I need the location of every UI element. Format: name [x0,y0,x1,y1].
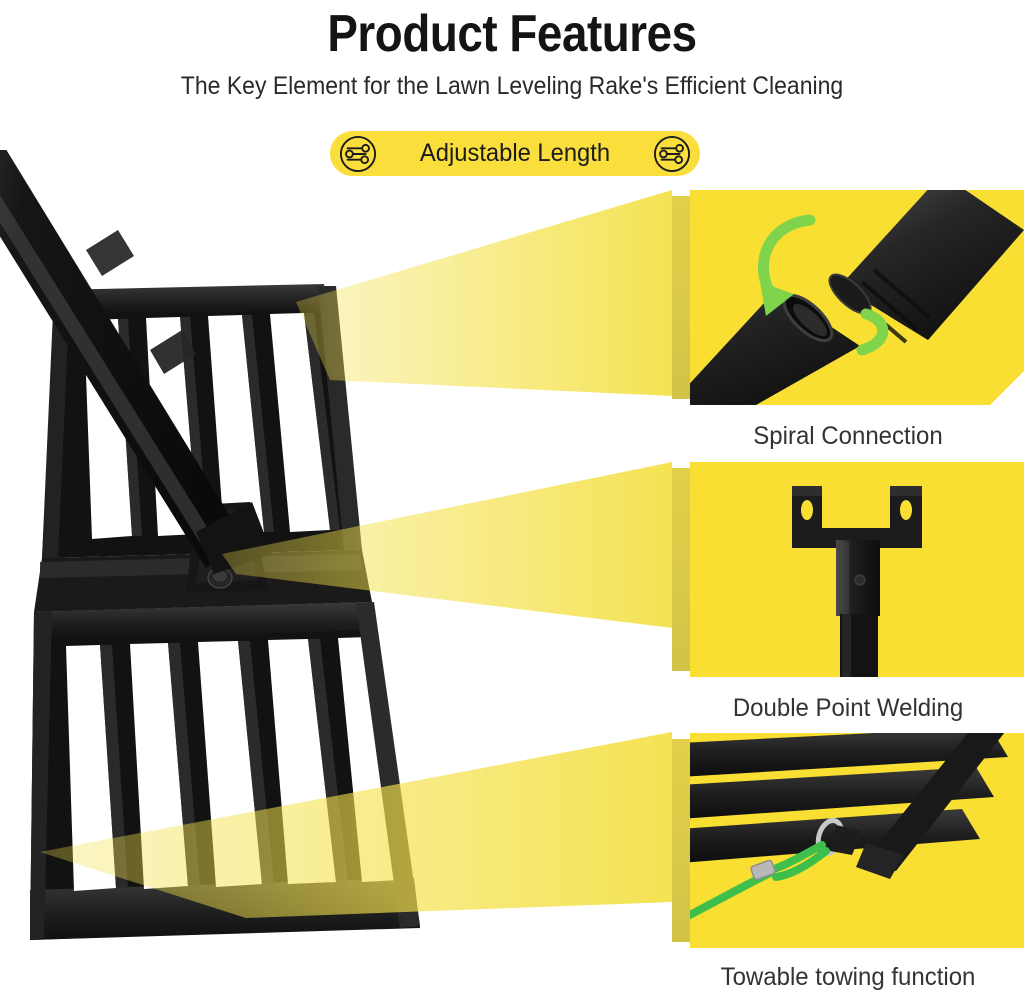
panel-face [690,733,1024,948]
panel-bevel [672,739,692,942]
double-point-welding-illustration [792,486,922,677]
callout-caption: Spiral Connection [753,422,943,450]
page-title: Product Features [327,5,697,63]
bolt-hole [801,500,813,520]
product-image [0,150,672,985]
callout-panel [672,733,1024,948]
callout-caption: Double Point Welding [732,694,964,722]
callout-double-point-welding: Double Point Welding [672,462,1024,725]
arrow-head-icon [760,282,794,316]
towable-towing-illustration [690,733,1008,920]
callout-towable-towing-function: Towable towing function [672,733,1024,994]
callout-panel [672,190,1024,405]
panel-corner-notch [990,371,1024,405]
sliders-icon [653,135,691,173]
callout-panel [672,462,1024,677]
panel-face [690,190,1024,405]
rake-frame-corner [690,733,1008,879]
sliders-icon [339,135,377,173]
spiral-connection-illustration [690,190,1024,405]
upper-pole-section [828,190,1024,344]
panel-bevel [672,468,692,671]
badge-label: Adjustable Length [419,139,611,167]
header: Product Features The Key Element for the… [0,0,1024,120]
adjustable-length-badge: Adjustable Length [330,131,700,176]
welded-pole [836,540,880,677]
bolt-hole [900,500,912,520]
callout-caption: Towable towing function [720,963,976,991]
page-subtitle: The Key Element for the Lawn Leveling Ra… [180,72,844,100]
lower-pole-section [690,290,860,405]
panel-bevel [672,196,692,399]
rake-lower-grid [30,602,420,940]
rope-ferrule [750,859,776,881]
callout-spiral-connection: Spiral Connection [672,190,1024,453]
panel-face [690,462,1024,677]
